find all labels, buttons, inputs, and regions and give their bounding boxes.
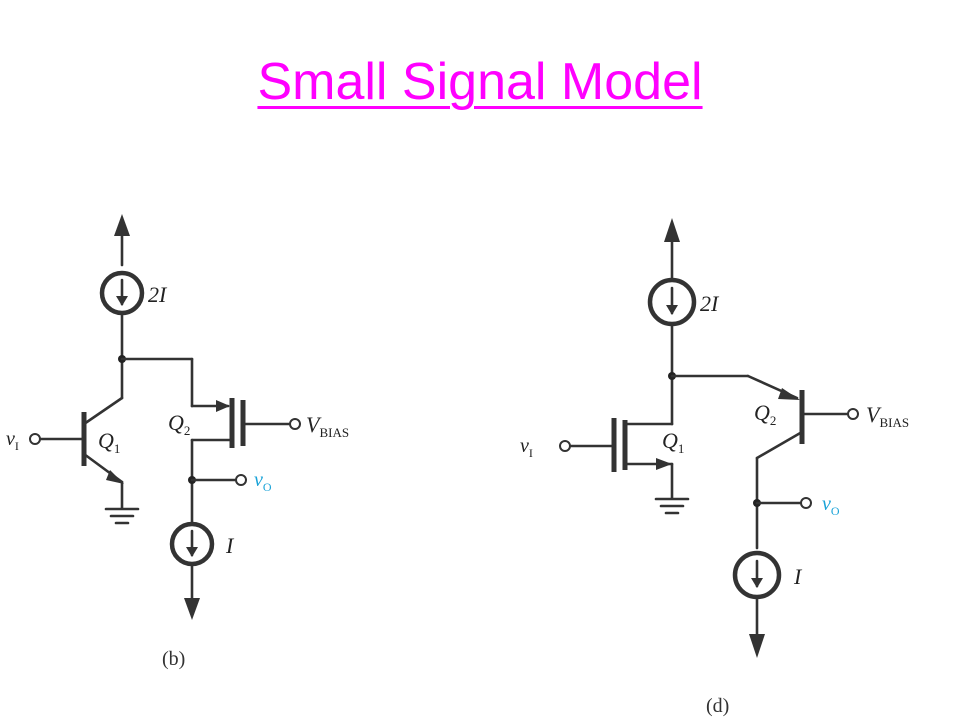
b-bias-label: VBIAS bbox=[306, 412, 349, 440]
b-input-terminal bbox=[29, 433, 41, 445]
b-input-label: vI bbox=[6, 428, 19, 453]
d-caption: (d) bbox=[706, 695, 729, 717]
d-output-terminal bbox=[800, 497, 812, 509]
b-sink-arrow bbox=[184, 598, 200, 620]
d-q1-label: Q1 bbox=[662, 428, 684, 456]
b-bias-terminal bbox=[289, 418, 301, 430]
d-label-i: I bbox=[793, 564, 803, 589]
page-title: Small Signal Model bbox=[257, 53, 703, 111]
b-label-i: I bbox=[225, 533, 235, 558]
b-q2-label: Q2 bbox=[168, 410, 190, 438]
b-label-2i: 2I bbox=[148, 282, 168, 307]
circuit-d: 2I vI Q1 VBIAS Q2 vO I bbox=[520, 218, 909, 717]
d-bias-terminal bbox=[847, 408, 859, 420]
d-input-label: vI bbox=[520, 435, 533, 460]
b-caption: (b) bbox=[162, 648, 185, 670]
d-sink-arrow bbox=[749, 634, 765, 658]
d-supply-arrow bbox=[664, 218, 680, 242]
d-input-terminal bbox=[559, 440, 571, 452]
d-bias-label: VBIAS bbox=[866, 402, 909, 430]
d-label-2i: 2I bbox=[700, 291, 720, 316]
b-output-terminal bbox=[235, 474, 247, 486]
circuit-b: 2I vI Q1 VBIAS Q2 vO bbox=[6, 214, 349, 670]
b-output-label: vO bbox=[254, 469, 272, 494]
d-q2-label: Q2 bbox=[754, 400, 776, 428]
b-supply-arrow bbox=[114, 214, 130, 236]
b-q1-label: Q1 bbox=[98, 428, 120, 456]
d-output-label: vO bbox=[822, 493, 840, 518]
